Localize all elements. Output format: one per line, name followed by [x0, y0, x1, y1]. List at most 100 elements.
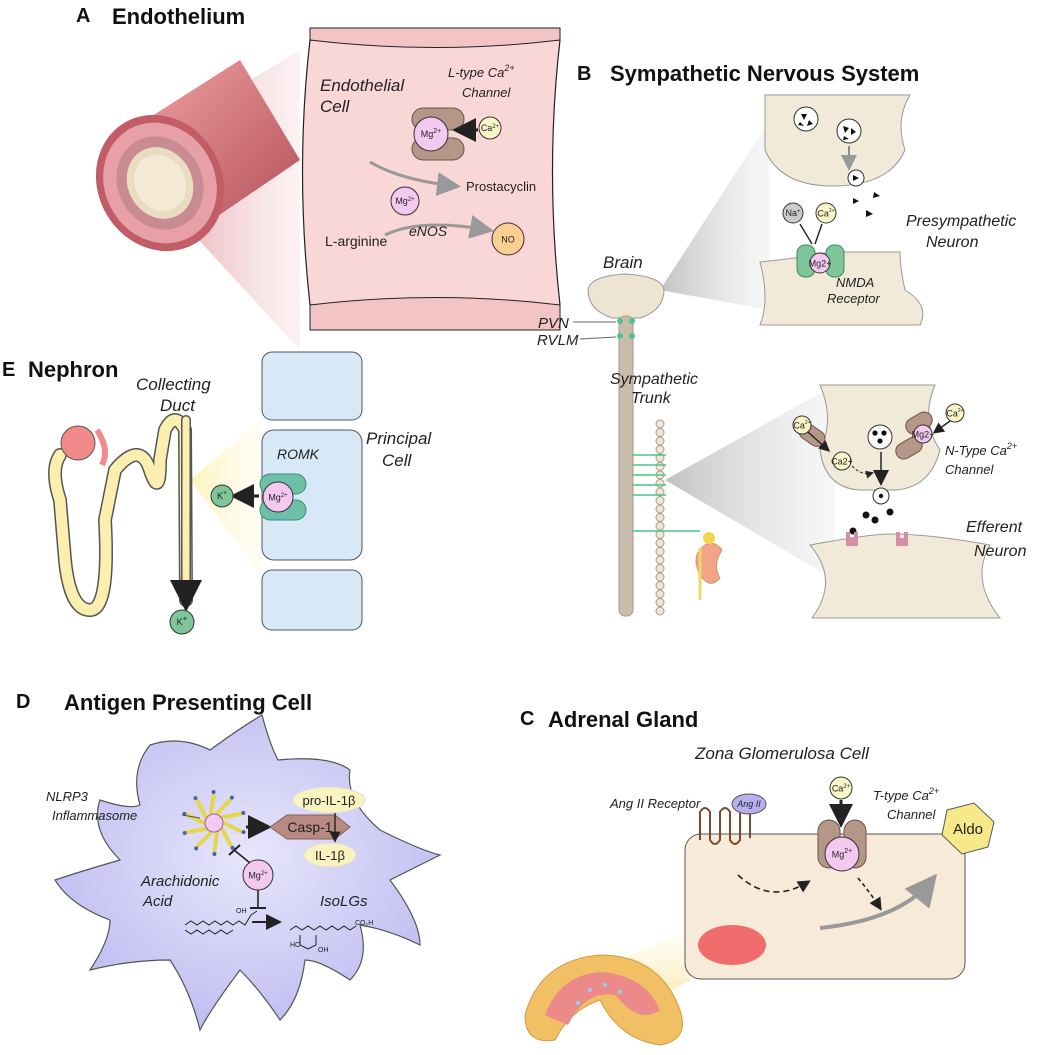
inflammasome-tip: [182, 830, 187, 835]
ca-ion-b1-text: Ca2+: [817, 208, 834, 218]
k-ion-secreted: [210, 484, 234, 508]
ganglion: [655, 581, 665, 590]
panel-d-letter: D: [16, 691, 30, 713]
endothelial-cell-label-1: Endothelial: [320, 76, 405, 95]
ca-ion-b1: [815, 202, 837, 224]
ganglion: [655, 521, 665, 531]
sympathetic-chain: [655, 419, 665, 616]
inflammasome-spoke: [222, 821, 243, 834]
principal-cell-label-1: Principal: [366, 429, 432, 448]
principal-cell: [261, 429, 363, 561]
inflammasome-spoke: [185, 826, 208, 835]
presynaptic-terminal-bottom: Mg2+ Ca2+: [798, 384, 941, 505]
brain-zoom-wedge: [660, 120, 770, 310]
inflammasome-tip: [193, 796, 198, 801]
ganglion: [655, 428, 665, 437]
svg-text:OH: OH: [318, 947, 329, 954]
nmda-label-2: Receptor: [827, 291, 880, 306]
ganglion: [655, 589, 665, 599]
inflammasome-spoke: [195, 830, 213, 848]
il-1b-label: IL-1β: [315, 848, 345, 863]
isolg-structure: HO OH CO₂H: [289, 920, 373, 954]
na-ion-text: Na+: [785, 208, 801, 218]
mg-ion-a: [413, 116, 449, 152]
pro-il-1b-label: pro-IL-1β: [303, 793, 356, 808]
ganglion: [655, 445, 665, 454]
inflammasome-spoke: [195, 798, 208, 820]
isolgs-label: IsoLGs: [320, 893, 368, 910]
ca-ion-b2: [792, 415, 812, 435]
efferent-label-1: Efferent: [966, 519, 1023, 536]
mg-ion-c: [824, 836, 860, 872]
mg-ion-a-text: Mg2+: [421, 128, 442, 140]
principal-cell-label-2: Cell: [382, 451, 413, 470]
ganglion: [655, 436, 665, 446]
inflammasome-spoke: [220, 811, 243, 820]
panel-a: A Endothelium Endothelial Cell L-type Ca…: [76, 4, 561, 350]
n-type-label-2: Channel: [945, 462, 995, 477]
na-ion: [782, 202, 804, 224]
il-1b: [303, 842, 357, 868]
svg-text:Mg2+: Mg2+: [832, 848, 853, 860]
ganglion: [655, 606, 665, 616]
svg-text:CO₂H: CO₂H: [355, 920, 373, 927]
nlrp3-label-1: NLRP3: [46, 789, 89, 804]
spinal-cord: [618, 315, 634, 617]
ca-ion-c: [829, 776, 853, 800]
ganglion: [655, 564, 665, 573]
ganglion: [655, 496, 665, 505]
t-type-label-1: T-type Ca2+: [873, 786, 939, 803]
panel-e: E Nephron K+ Collecting Duct Principal C…: [2, 351, 432, 635]
presynaptic-terminal-top: [764, 94, 911, 187]
aldosterone-secretion-arrow: [819, 873, 938, 930]
inflammasome-tip: [212, 851, 217, 856]
nmda-receptor: Mg2+: [796, 244, 845, 278]
efferent-label-2: Neuron: [974, 543, 1027, 560]
ang-ii-receptor-label: Ang II Receptor: [609, 796, 701, 811]
nephron-illustration: [48, 413, 193, 617]
prostacyclin-label: Prostacyclin: [466, 179, 536, 194]
svg-text:Mg2+: Mg2+: [248, 870, 268, 880]
panel-b-letter: B: [577, 63, 591, 85]
enos-label: eNOS: [409, 223, 448, 239]
svg-text:Mg2+: Mg2+: [809, 258, 832, 268]
svg-text:HO: HO: [290, 942, 301, 949]
l-type-channel-label-1: L-type Ca2+: [448, 63, 515, 80]
inflammasome-spoke: [220, 826, 233, 848]
svg-text:Ca2+: Ca2+: [946, 408, 963, 418]
brain-label: Brain: [603, 253, 643, 272]
ganglion: [655, 504, 665, 514]
inflammasome-spoke: [215, 798, 233, 816]
ganglion: [655, 479, 665, 488]
ca-signaling-arrow: [857, 877, 882, 911]
svg-text:K+: K+: [217, 490, 227, 502]
nlrp3-inflammasome: [182, 790, 246, 856]
nlrp3-label-2: Inflammasome: [52, 808, 137, 823]
panel-e-letter: E: [2, 359, 15, 381]
panel-a-title: Endothelium: [112, 4, 245, 29]
svg-text:Mg2+: Mg2+: [268, 492, 288, 502]
panel-c-letter: C: [520, 708, 534, 730]
afferent-arteriole: [94, 428, 109, 467]
n-type-label-1: N-Type Ca2+: [945, 441, 1017, 458]
ang-ii-ligand: [731, 793, 767, 815]
inflammasome-tip: [229, 795, 234, 800]
ganglion: [655, 555, 665, 565]
mg-ion-e: [262, 481, 294, 513]
sympathetic-trunk-label-1: Sympathetic: [610, 371, 698, 388]
l-type-channel-label-2: Channel: [462, 85, 512, 100]
kidney-icon: [695, 532, 723, 600]
preganglionic-fibers: [632, 454, 700, 532]
glomerulus: [60, 425, 96, 461]
sympathetic-trunk-label-2: Trunk: [631, 390, 672, 407]
mg-ion-a2-text: Mg2+: [395, 196, 415, 206]
panel-c: C Adrenal Gland Zona Glomerulosa Cell An…: [520, 707, 995, 1046]
endothelial-cell-label-2: Cell: [320, 97, 351, 116]
ganglion: [655, 598, 665, 607]
panel-d: D Antigen Presenting Cell NLRP3 Inflamma…: [16, 690, 442, 1032]
trunk-zoom-wedge: [665, 385, 835, 580]
ganglion: [655, 513, 665, 522]
ganglion: [655, 547, 665, 556]
nucleus: [698, 925, 766, 965]
